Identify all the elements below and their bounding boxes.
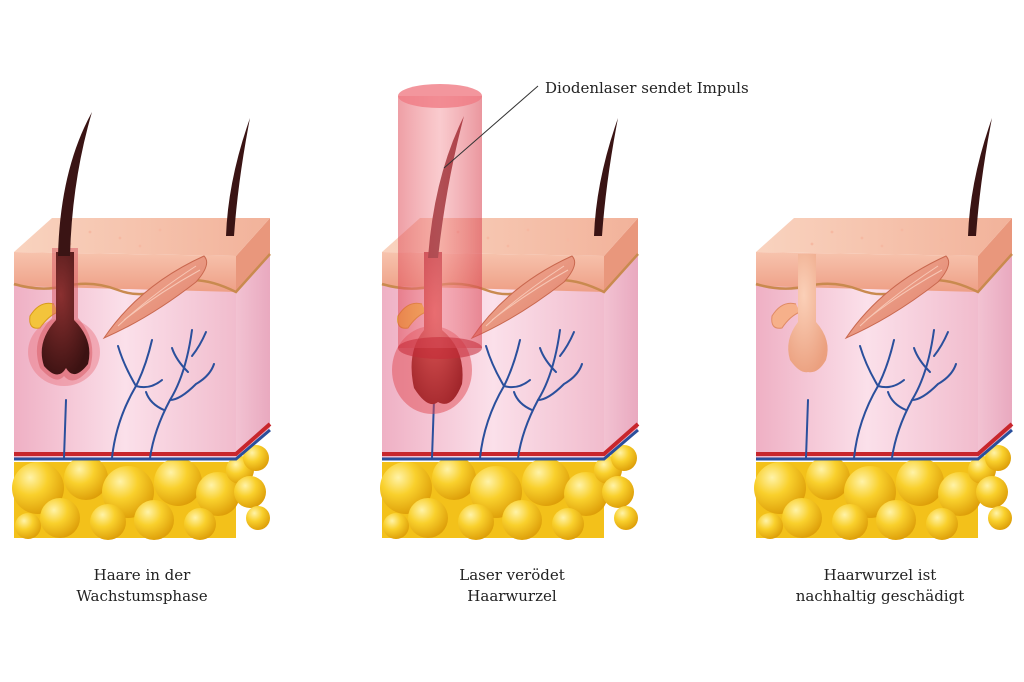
caption-damaged: Haarwurzel ist nachhaltig geschädigt xyxy=(750,565,1010,607)
stage-laser xyxy=(378,84,640,542)
caption-growth: Haare in der Wachstumsphase xyxy=(12,565,272,607)
hair-bulb xyxy=(41,252,90,375)
caption-line: Haarwurzel ist xyxy=(823,566,937,584)
caption-line: nachhaltig geschädigt xyxy=(795,587,965,605)
laser-beam xyxy=(398,84,482,359)
caption-line: Haare in der xyxy=(93,566,191,584)
caption-line: Laser verödet xyxy=(459,566,565,584)
callout-line xyxy=(443,85,539,169)
stage-damaged xyxy=(752,116,1014,542)
stage-growth xyxy=(10,112,272,542)
laser-callout-label: Diodenlaser sendet Impuls xyxy=(545,79,749,97)
caption-line: Haarwurzel xyxy=(467,587,557,605)
hair-bulb-damaged xyxy=(788,254,828,373)
caption-line: Wachstumsphase xyxy=(76,587,208,605)
hair-shaft xyxy=(58,112,92,256)
caption-laser: Laser verödet Haarwurzel xyxy=(382,565,642,607)
